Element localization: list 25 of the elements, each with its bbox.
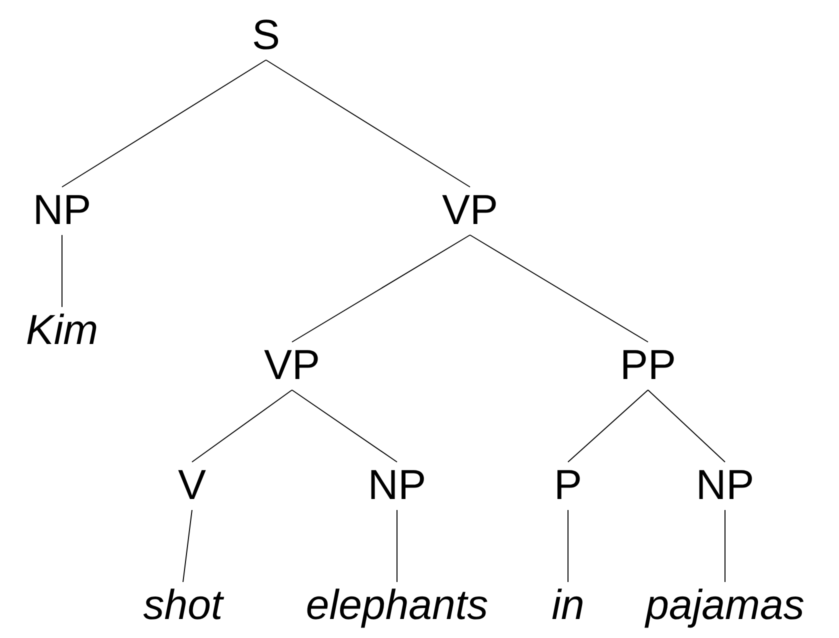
category-label: PP xyxy=(620,344,676,386)
tree-branch xyxy=(192,390,292,462)
category-label: VP xyxy=(442,189,498,231)
word-label: pajamas xyxy=(646,584,804,626)
category-label: NP xyxy=(696,464,754,506)
category-label: P xyxy=(554,464,582,506)
word-label: elephants xyxy=(306,584,488,626)
tree-branch xyxy=(470,234,648,342)
category-label: VP xyxy=(264,344,320,386)
tree-branch xyxy=(648,390,726,462)
tree-branch xyxy=(182,510,192,582)
word-label: shot xyxy=(143,584,223,626)
word-label: Kim xyxy=(26,309,98,351)
category-label: V xyxy=(178,464,206,506)
tree-branch xyxy=(724,510,726,582)
category-label: S xyxy=(252,14,280,56)
word-label: in xyxy=(552,584,584,626)
tree-branch xyxy=(62,60,266,188)
tree-branch xyxy=(568,390,648,462)
category-label: NP xyxy=(368,464,426,506)
category-label: NP xyxy=(32,189,92,231)
tree-branch xyxy=(292,234,470,342)
tree-branch xyxy=(396,510,398,582)
tree-branch xyxy=(266,60,470,188)
tree-branch xyxy=(292,390,398,462)
